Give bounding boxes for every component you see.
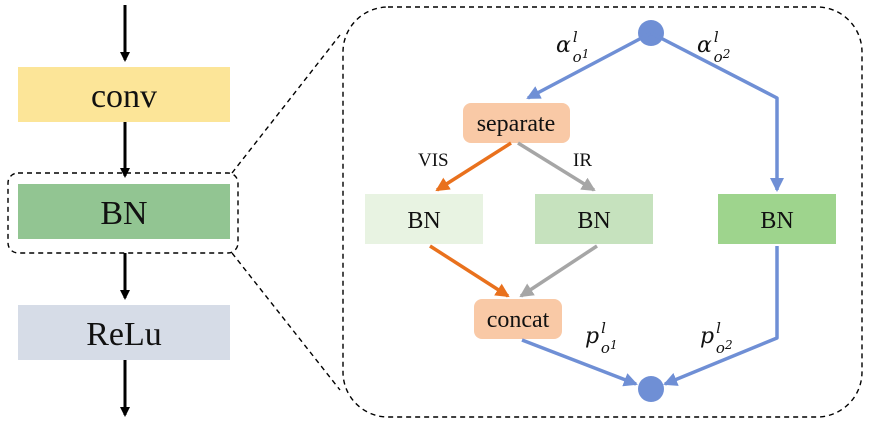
detail-panel-frame — [342, 6, 863, 418]
bn-block — [18, 184, 230, 239]
edge-input-to-shared-bn — [650, 31, 784, 192]
concat-block — [474, 299, 562, 339]
edge-concat-to-output — [521, 338, 638, 387]
edge-input-to-separate — [526, 31, 652, 100]
zoom-connector-bottom — [231, 252, 341, 391]
zoom-connector-top — [231, 34, 341, 174]
relu-block — [18, 305, 230, 360]
relu-label: ReLu — [86, 316, 162, 353]
vis-bn-block — [365, 194, 483, 244]
vis-bn-label: BN — [407, 208, 440, 234]
output-node — [638, 376, 664, 402]
bn-highlight-frame — [7, 172, 239, 254]
shared-bn-label: BN — [760, 208, 793, 234]
ir-edge-label: IR — [573, 150, 592, 171]
bn-label: BN — [100, 195, 147, 232]
ir-bn-label: BN — [577, 208, 610, 234]
edge-vis-bn-to-concat — [429, 244, 510, 298]
edge-separate-to-vis-bn — [435, 141, 512, 192]
separate-label: separate — [477, 111, 556, 137]
shared-bn-block — [718, 194, 836, 244]
vis-edge-label: VIS — [418, 150, 449, 171]
edge-ir-bn-to-concat — [519, 244, 598, 298]
concat-label: concat — [487, 307, 550, 333]
edge-separate-to-ir-bn — [517, 141, 596, 192]
conv-label: conv — [91, 78, 157, 115]
conv-block — [18, 67, 230, 122]
ir-bn-block — [535, 194, 653, 244]
edge-shared-bn-to-output — [663, 246, 779, 386]
separate-block — [463, 103, 570, 143]
